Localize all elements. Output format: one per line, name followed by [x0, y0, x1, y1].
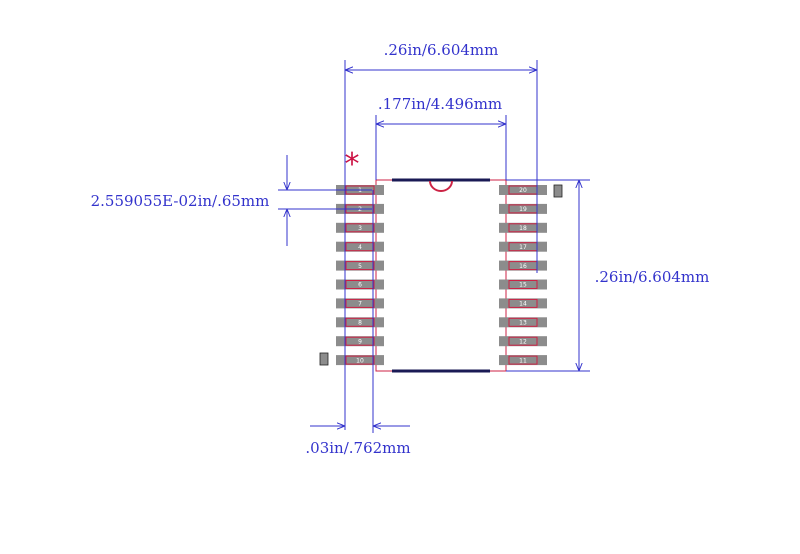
right-pin-number: 16: [519, 263, 527, 270]
right-pin-number: 11: [519, 357, 527, 364]
pad-width-dimension: [310, 190, 410, 433]
right-pad: 11: [499, 355, 547, 366]
pitch-label: 2.559055E-02in/.65mm: [91, 192, 270, 210]
left-pad: 4: [336, 241, 384, 252]
pin1-marker: *: [345, 147, 360, 182]
right-pad: 13: [499, 317, 547, 328]
overall-width-dimension: [344, 60, 538, 430]
left-pin-number: 4: [358, 244, 362, 251]
left-pin-number: 1: [358, 187, 362, 194]
right-pin-number: 12: [519, 338, 527, 345]
left-pad: 3: [336, 222, 384, 233]
left-pad: 9: [336, 336, 384, 347]
left-pin-number: 5: [358, 263, 362, 270]
corner-marker-top-right: [553, 184, 563, 198]
ic-body-outline: [375, 179, 507, 372]
overall-height-dimension: [506, 179, 590, 372]
right-pin-number: 19: [519, 206, 527, 213]
right-pads: 20 19 18 17 16 15 14 13 12 11: [499, 185, 547, 366]
pitch-dimension: [278, 155, 372, 246]
left-pad: 6: [336, 279, 384, 290]
left-pin-number: 10: [356, 357, 364, 364]
left-pin-number: 3: [358, 225, 362, 232]
left-pin-number: 9: [358, 338, 362, 345]
left-pin-number: 6: [358, 282, 362, 289]
right-pin-number: 15: [519, 282, 527, 289]
pad-width-label: .03in/.762mm: [305, 439, 410, 457]
overall-height-label: .26in/6.604mm: [595, 268, 710, 286]
right-pin-number: 20: [519, 187, 527, 194]
left-pad: 7: [336, 298, 384, 309]
left-pad: 8: [336, 317, 384, 328]
right-pad: 18: [499, 222, 547, 233]
right-pin-number: 18: [519, 225, 527, 232]
right-pad: 12: [499, 336, 547, 347]
left-pin-number: 7: [358, 301, 362, 308]
corner-marker-bottom-left: [319, 352, 329, 366]
left-pin-number: 2: [358, 206, 362, 213]
left-pad: 10: [336, 355, 384, 366]
right-pin-number: 17: [519, 244, 527, 251]
left-pad: 5: [336, 260, 384, 271]
right-pad: 17: [499, 241, 547, 252]
pin1-notch-icon: [429, 180, 453, 192]
right-pad: 16: [499, 260, 547, 271]
left-pin-number: 8: [358, 320, 362, 327]
right-pad: 19: [499, 203, 547, 214]
overall-width-label: .26in/6.604mm: [384, 41, 499, 59]
right-pad: 15: [499, 279, 547, 290]
right-pin-number: 13: [519, 320, 527, 327]
right-pad: 20: [499, 185, 547, 195]
right-pad: 14: [499, 298, 547, 309]
right-pin-number: 14: [519, 301, 527, 308]
left-pads: 1 2 3 4 5 6 7 8 9 10: [336, 185, 384, 366]
body-width-label: .177in/4.496mm: [378, 95, 502, 113]
body-width-dimension: [375, 115, 507, 180]
